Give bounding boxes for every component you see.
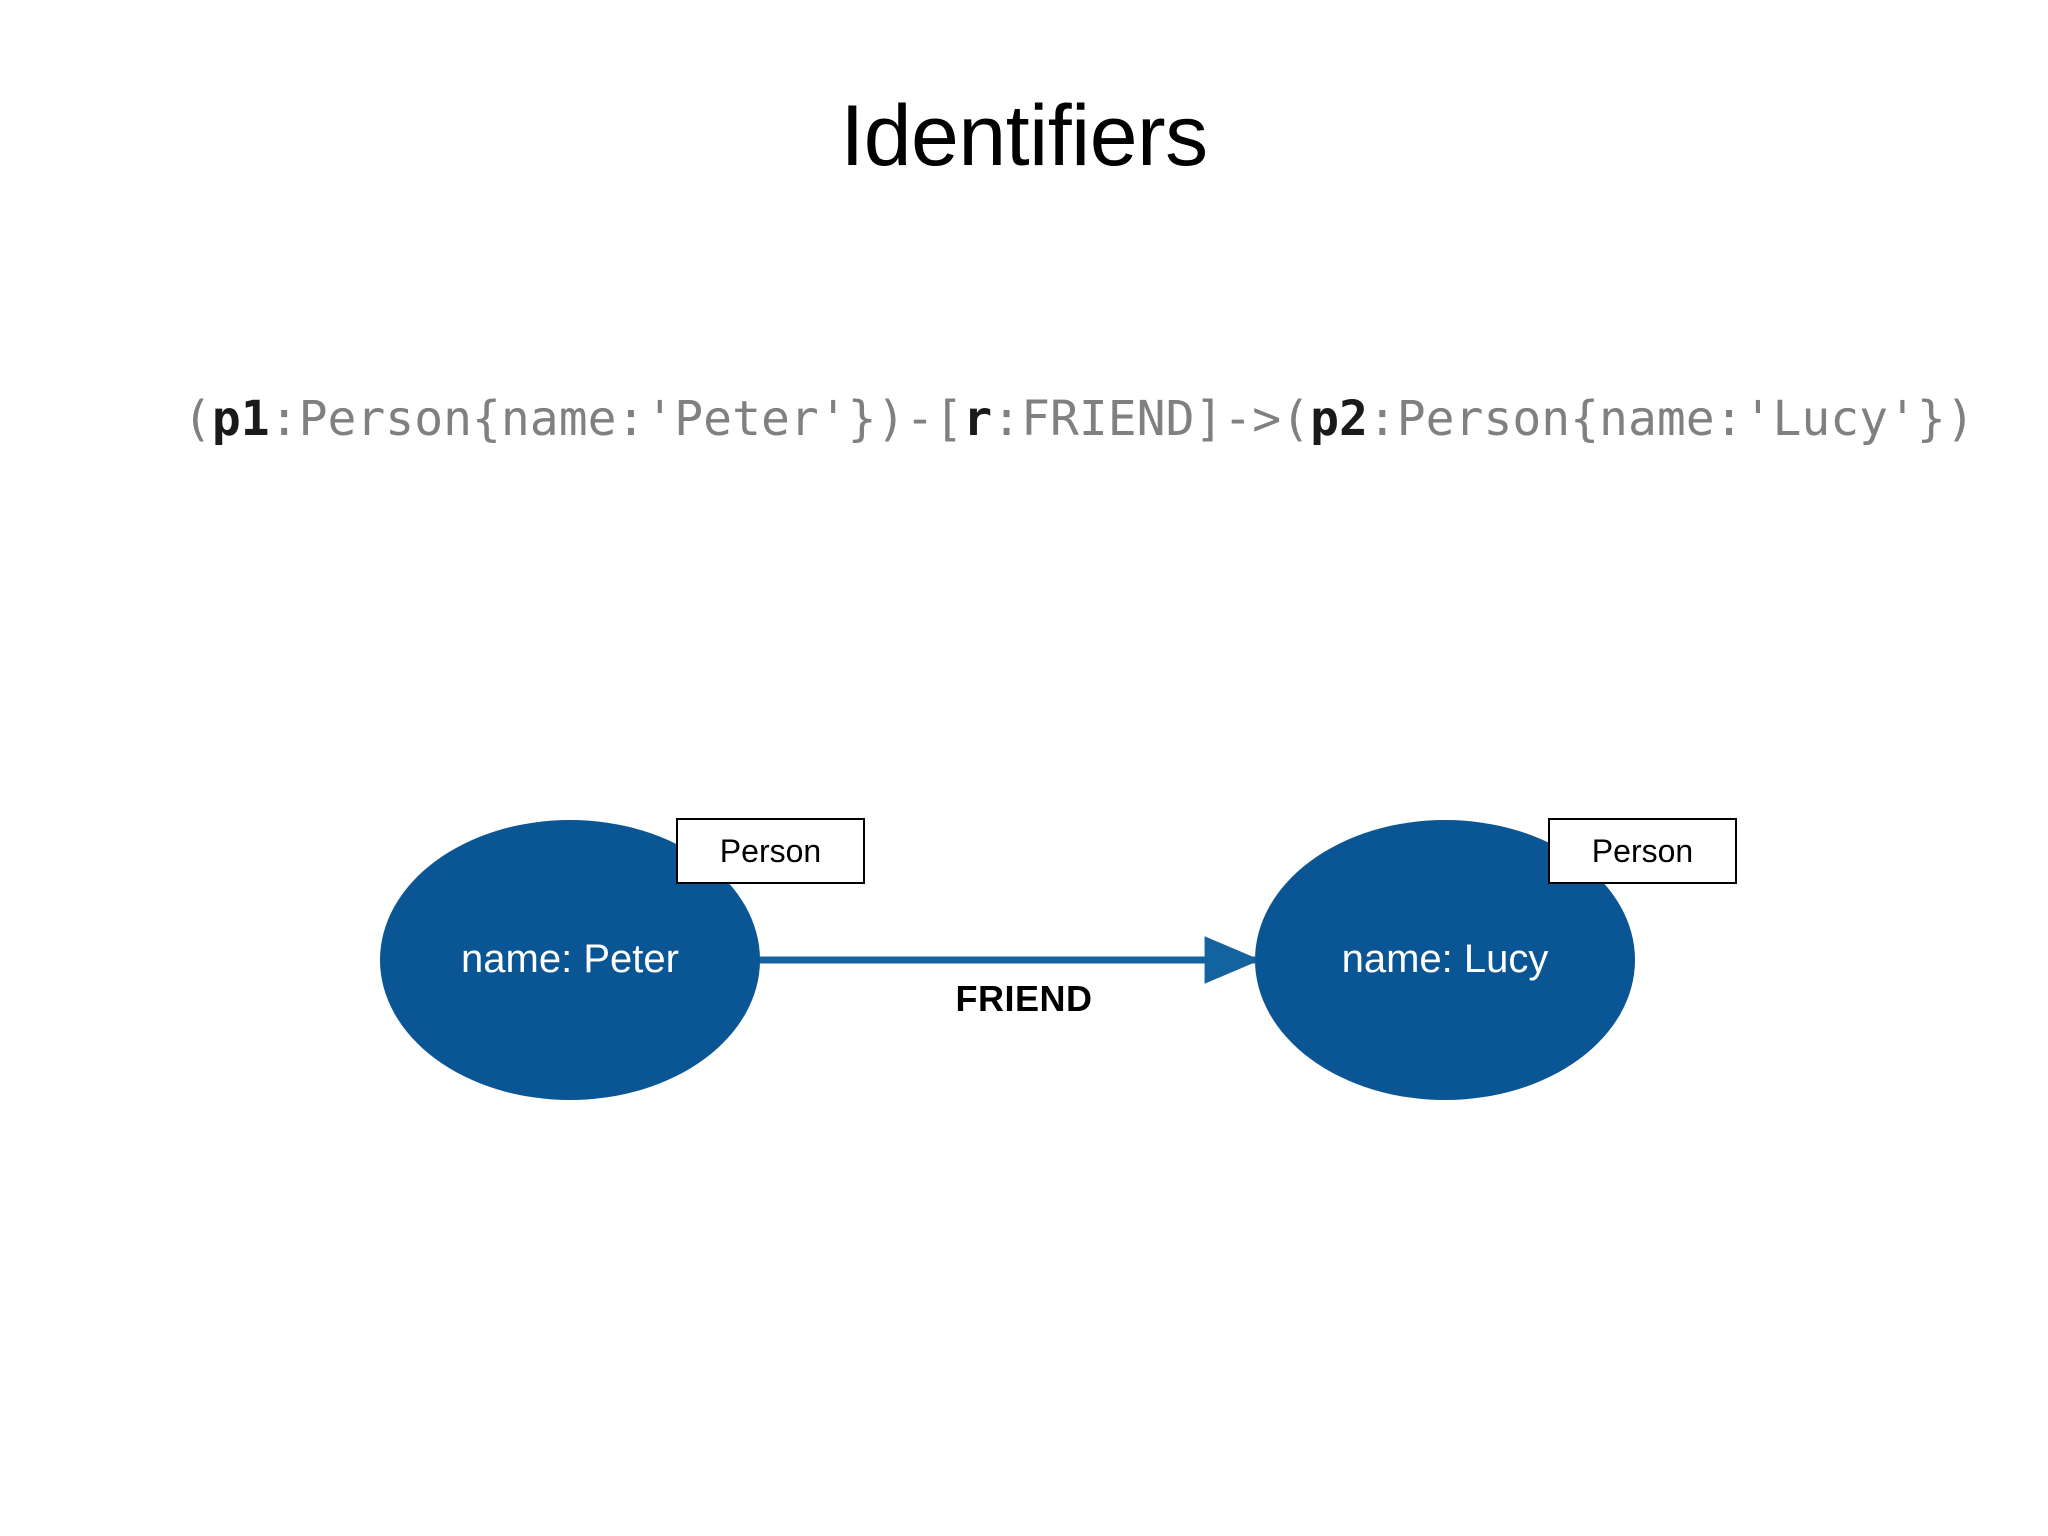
code-identifier-p2: p2 — [1310, 391, 1368, 447]
node-property-peter: name: Peter — [461, 936, 679, 981]
decorative-graph-wave — [0, 976, 2048, 1536]
cypher-code-line: (p1:Person{name:'Peter'})-[r:FRIEND]->(p… — [183, 395, 1975, 443]
code-segment-3: :Person{name:'Lucy'}) — [1367, 391, 1975, 447]
page-title: Identifiers — [840, 88, 1208, 184]
node-type-box-lucy: Person — [1548, 818, 1737, 884]
code-identifier-r: r — [963, 391, 993, 447]
node-type-box-peter: Person — [676, 818, 865, 884]
node-property-lucy: name: Lucy — [1341, 936, 1549, 981]
code-segment-2: :FRIEND]->( — [992, 391, 1311, 447]
node-type-label-peter: Person — [719, 832, 822, 869]
code-identifier-p1: p1 — [211, 391, 270, 447]
node-type-label-lucy: Person — [1591, 832, 1694, 869]
code-segment-1: :Person{name:'Peter'})-[ — [269, 391, 964, 447]
relationship-label-friend: FRIEND — [955, 978, 1093, 1019]
code-open-paren: ( — [183, 391, 212, 447]
